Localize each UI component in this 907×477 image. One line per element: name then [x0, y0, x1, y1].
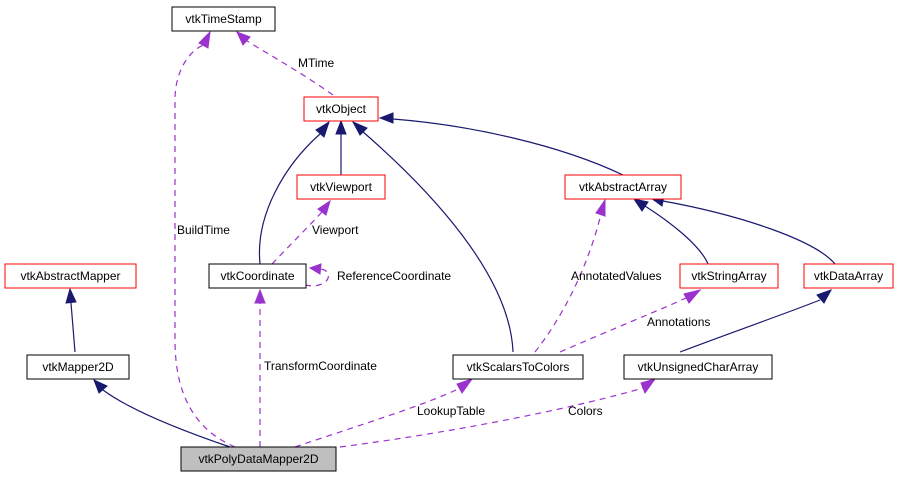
node-vtk-mapper2d[interactable]: vtkMapper2D: [26, 354, 130, 380]
node-label: vtkAbstractMapper: [20, 269, 120, 283]
edge-label-annotations: Annotations: [647, 315, 710, 329]
node-label: vtkPolyDataMapper2D: [198, 452, 318, 466]
node-label: vtkViewport: [310, 180, 372, 194]
edge-annotations: [559, 289, 702, 353]
edge-unsigned-char-array-to-data-array: [679, 289, 833, 353]
edge-lookup-table: [294, 378, 474, 448]
node-vtk-scalars-to-colors[interactable]: vtkScalarsToColors: [452, 354, 584, 380]
node-label: vtkDataArray: [814, 269, 883, 283]
edge-label-mtime: MTime: [298, 56, 335, 70]
node-vtk-abstract-mapper[interactable]: vtkAbstractMapper: [4, 263, 137, 289]
edge-coordinate-to-object: [258, 120, 330, 265]
edge-colors: [339, 378, 657, 448]
node-vtk-time-stamp[interactable]: vtkTimeStamp: [171, 6, 276, 32]
node-label: vtkStringArray: [691, 269, 766, 283]
edge-mtime: [236, 31, 334, 96]
node-vtk-coordinate[interactable]: vtkCoordinate: [208, 263, 307, 289]
edge-string-array-to-abstract-array: [632, 198, 709, 265]
node-vtk-abstract-array[interactable]: vtkAbstractArray: [564, 174, 682, 200]
node-vtk-object[interactable]: vtkObject: [303, 96, 379, 122]
node-label: vtkScalarsToColors: [467, 360, 570, 374]
edge-transform-coordinate: [254, 288, 266, 447]
edge-abstract-mapper-to-mapper2d: [65, 287, 77, 353]
edge-reference-coordinate: [304, 263, 330, 287]
node-label: vtkTimeStamp: [185, 12, 262, 26]
node-label: vtkCoordinate: [220, 269, 294, 283]
edge-label-reference-coordinate: ReferenceCoordinate: [337, 269, 451, 283]
node-label: vtkMapper2D: [42, 360, 114, 374]
edge-scalars-to-colors-to-object: [351, 120, 514, 353]
edge-annotated-values: [534, 198, 606, 353]
node-vtk-string-array[interactable]: vtkStringArray: [679, 263, 779, 289]
edge-label-annotated-values: AnnotatedValues: [571, 269, 662, 283]
node-label: vtkObject: [316, 102, 367, 116]
edge-abstract-array-to-object: [378, 112, 624, 176]
node-label: vtkAbstractArray: [579, 180, 667, 194]
node-vtk-poly-data-mapper2d[interactable]: vtkPolyDataMapper2D: [180, 446, 337, 472]
edge-viewport-to-object: [335, 119, 347, 175]
edge-label-build-time: BuildTime: [177, 223, 230, 237]
edge-viewport: [271, 199, 331, 265]
node-vtk-data-array[interactable]: vtkDataArray: [803, 263, 894, 289]
edge-label-viewport: Viewport: [312, 223, 359, 237]
node-vtk-viewport[interactable]: vtkViewport: [296, 174, 386, 200]
node-vtk-unsigned-char-array[interactable]: vtkUnsignedCharArray: [623, 354, 773, 380]
node-label: vtkUnsignedCharArray: [638, 360, 759, 374]
edge-mapper2d-to-poly-data-mapper2d: [93, 379, 231, 448]
edge-build-time: [174, 30, 236, 448]
edge-label-lookup-table: LookupTable: [417, 404, 485, 418]
edge-label-transform-coordinate: TransformCoordinate: [264, 359, 377, 373]
edge-label-colors: Colors: [568, 404, 603, 418]
